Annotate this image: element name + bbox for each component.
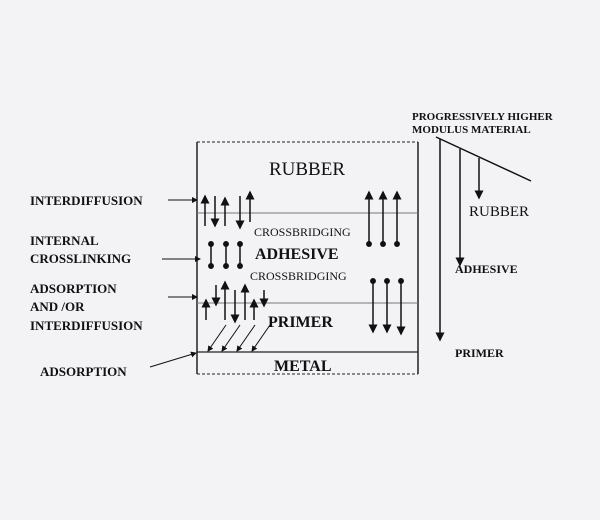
modulus-title-1: PROGRESSIVELY HIGHER: [412, 111, 554, 123]
modulus-rubber: RUBBER: [469, 204, 529, 220]
modulus-primer: PRIMER: [455, 346, 504, 360]
modulus-scale: [435, 136, 532, 342]
label-pointer-arrows: [149, 197, 201, 368]
label-and-or: AND /OR: [30, 299, 85, 314]
modulus-adhesive: ADHESIVE: [455, 262, 518, 276]
crossbridging-bottom: CROSSBRIDGING: [250, 269, 347, 283]
layer-metal: METAL: [274, 358, 331, 375]
layer-adhesive: ADHESIVE: [255, 246, 339, 263]
modulus-title-2: MODULUS MATERIAL: [412, 124, 531, 136]
label-internal: INTERNAL: [30, 233, 99, 248]
adsorption-arrows: [207, 324, 271, 352]
crosslink-bars: [208, 241, 404, 284]
label-interdiffusion-2: INTERDIFFUSION: [30, 318, 143, 333]
layer-rubber: RUBBER: [269, 159, 345, 180]
interdiffusion-arrows: [200, 190, 406, 336]
label-adsorption: ADSORPTION: [40, 364, 127, 379]
label-adsorption-1: ADSORPTION: [30, 281, 117, 296]
layer-box: [196, 141, 419, 375]
label-interdiffusion: INTERDIFFUSION: [30, 193, 143, 208]
layer-primer: PRIMER: [268, 314, 333, 331]
label-crosslinking: CROSSLINKING: [30, 251, 131, 266]
crossbridging-top: CROSSBRIDGING: [254, 225, 351, 239]
